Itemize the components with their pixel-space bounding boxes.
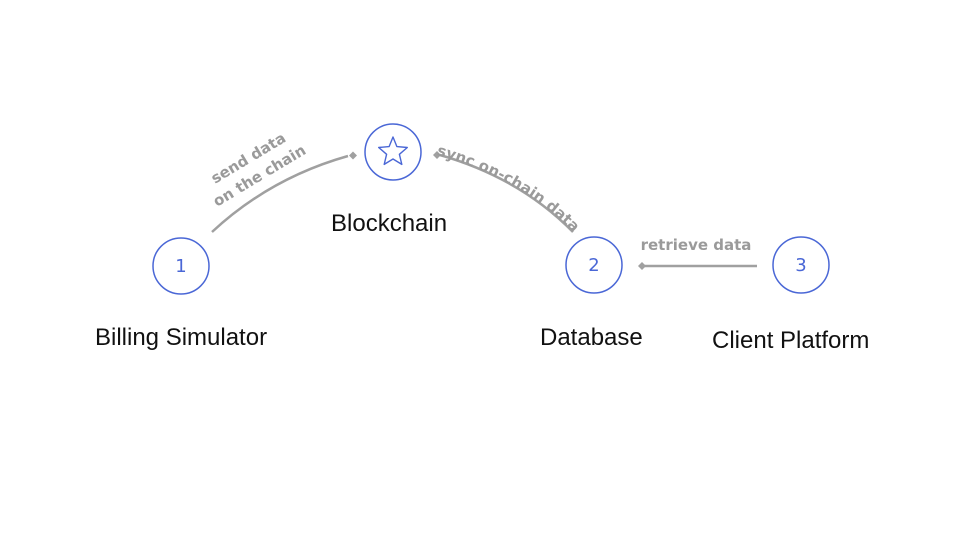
edge-retrieve-data: retrieve data <box>638 236 757 270</box>
label-blockchain: Blockchain <box>331 210 448 237</box>
edge-line <box>439 153 574 233</box>
node-database: 2 <box>565 236 623 294</box>
label-billing-simulator: Billing Simulator <box>95 324 268 351</box>
edge-label-sync: sync on-chain data <box>435 141 583 235</box>
arrowhead-diamond-icon <box>433 151 441 159</box>
node-circle <box>364 123 422 181</box>
node-circle <box>772 236 830 294</box>
node-number: 3 <box>795 255 806 276</box>
node-blockchain <box>364 123 422 181</box>
arrowhead-diamond-icon <box>349 151 357 160</box>
edge-label-retrieve: retrieve data <box>641 236 752 254</box>
edge-line <box>211 154 349 233</box>
node-billing-simulator: 1 <box>152 237 210 295</box>
node-number: 2 <box>588 255 599 276</box>
node-number: 1 <box>175 256 186 277</box>
label-database: Database <box>540 324 643 351</box>
node-client-platform: 3 <box>772 236 830 294</box>
node-circle <box>565 236 623 294</box>
edge-sync-data: sync on-chain data <box>433 141 583 235</box>
arrowhead-diamond-icon <box>638 262 646 270</box>
star-icon <box>378 136 408 166</box>
label-client-platform: Client Platform <box>712 327 870 354</box>
node-circle <box>152 237 210 295</box>
